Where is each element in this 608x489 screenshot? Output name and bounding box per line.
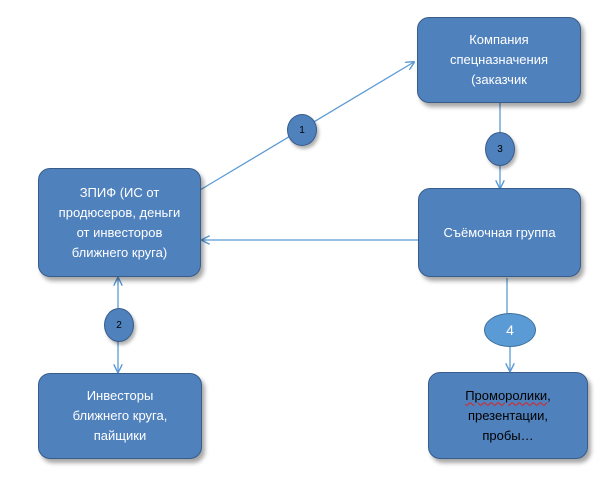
badge-3: 3 xyxy=(485,132,515,166)
node-company-label: Компания спецназначения (заказчик xyxy=(449,32,549,87)
badge-2-label: 2 xyxy=(116,319,122,331)
node-investors: Инвесторы ближнего круга, пайщики xyxy=(38,373,202,459)
badge-2: 2 xyxy=(104,308,134,342)
node-zpif-label: ЗПИФ (ИС от продюсеров, деньги от инвест… xyxy=(58,184,181,260)
node-crew-label: Съёмочная группа xyxy=(443,224,556,240)
badge-1: 1 xyxy=(287,114,317,146)
promo-spellcheck-word: Проморолики xyxy=(465,387,548,403)
node-company: Компания спецназначения (заказчик xyxy=(417,17,581,103)
node-zpif: ЗПИФ (ИС от продюсеров, деньги от инвест… xyxy=(38,168,201,277)
node-promo: Проморолики, презентации, пробы… xyxy=(428,372,588,459)
node-promo-label: Проморолики, презентации, пробы… xyxy=(465,386,551,446)
node-crew: Съёмочная группа xyxy=(418,188,581,277)
badge-4: 4 xyxy=(484,313,536,347)
node-investors-label: Инвесторы ближнего круга, пайщики xyxy=(72,388,168,443)
badge-1-label: 1 xyxy=(299,124,305,136)
promo-rest-text: , презентации, пробы… xyxy=(467,387,551,443)
badge-3-label: 3 xyxy=(497,143,503,155)
badge-4-label: 4 xyxy=(506,322,514,338)
